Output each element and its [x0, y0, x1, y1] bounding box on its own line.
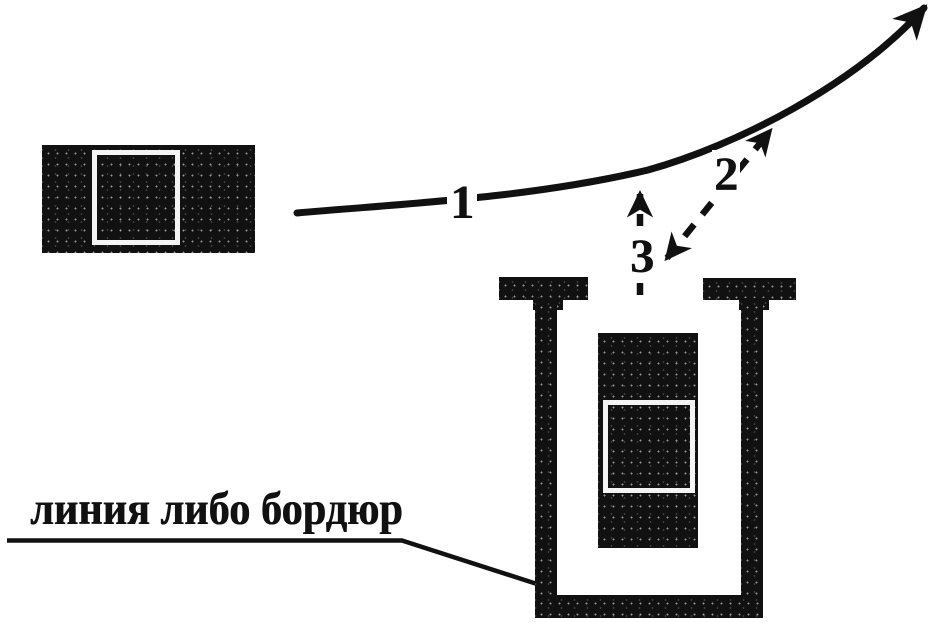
container-left-flange [499, 277, 588, 300]
inside-block-window-frame [603, 400, 695, 493]
caption-leader-line [7, 538, 538, 587]
inside-block [598, 333, 698, 548]
container-bottom [535, 595, 763, 618]
trajectory-curve-arrow-icon [293, 4, 928, 217]
label-arrow-1: 1 [447, 178, 477, 228]
container-right-flange [703, 278, 796, 300]
outside-block-window-frame [92, 150, 180, 245]
outside-block [42, 145, 255, 253]
container-right-wall [741, 299, 763, 618]
caption-text: линия либо бордюр [30, 483, 403, 535]
label-arrow-3: 3 [627, 232, 657, 282]
label-arrow-2: 2 [712, 148, 740, 201]
container-left-wall [535, 299, 557, 618]
